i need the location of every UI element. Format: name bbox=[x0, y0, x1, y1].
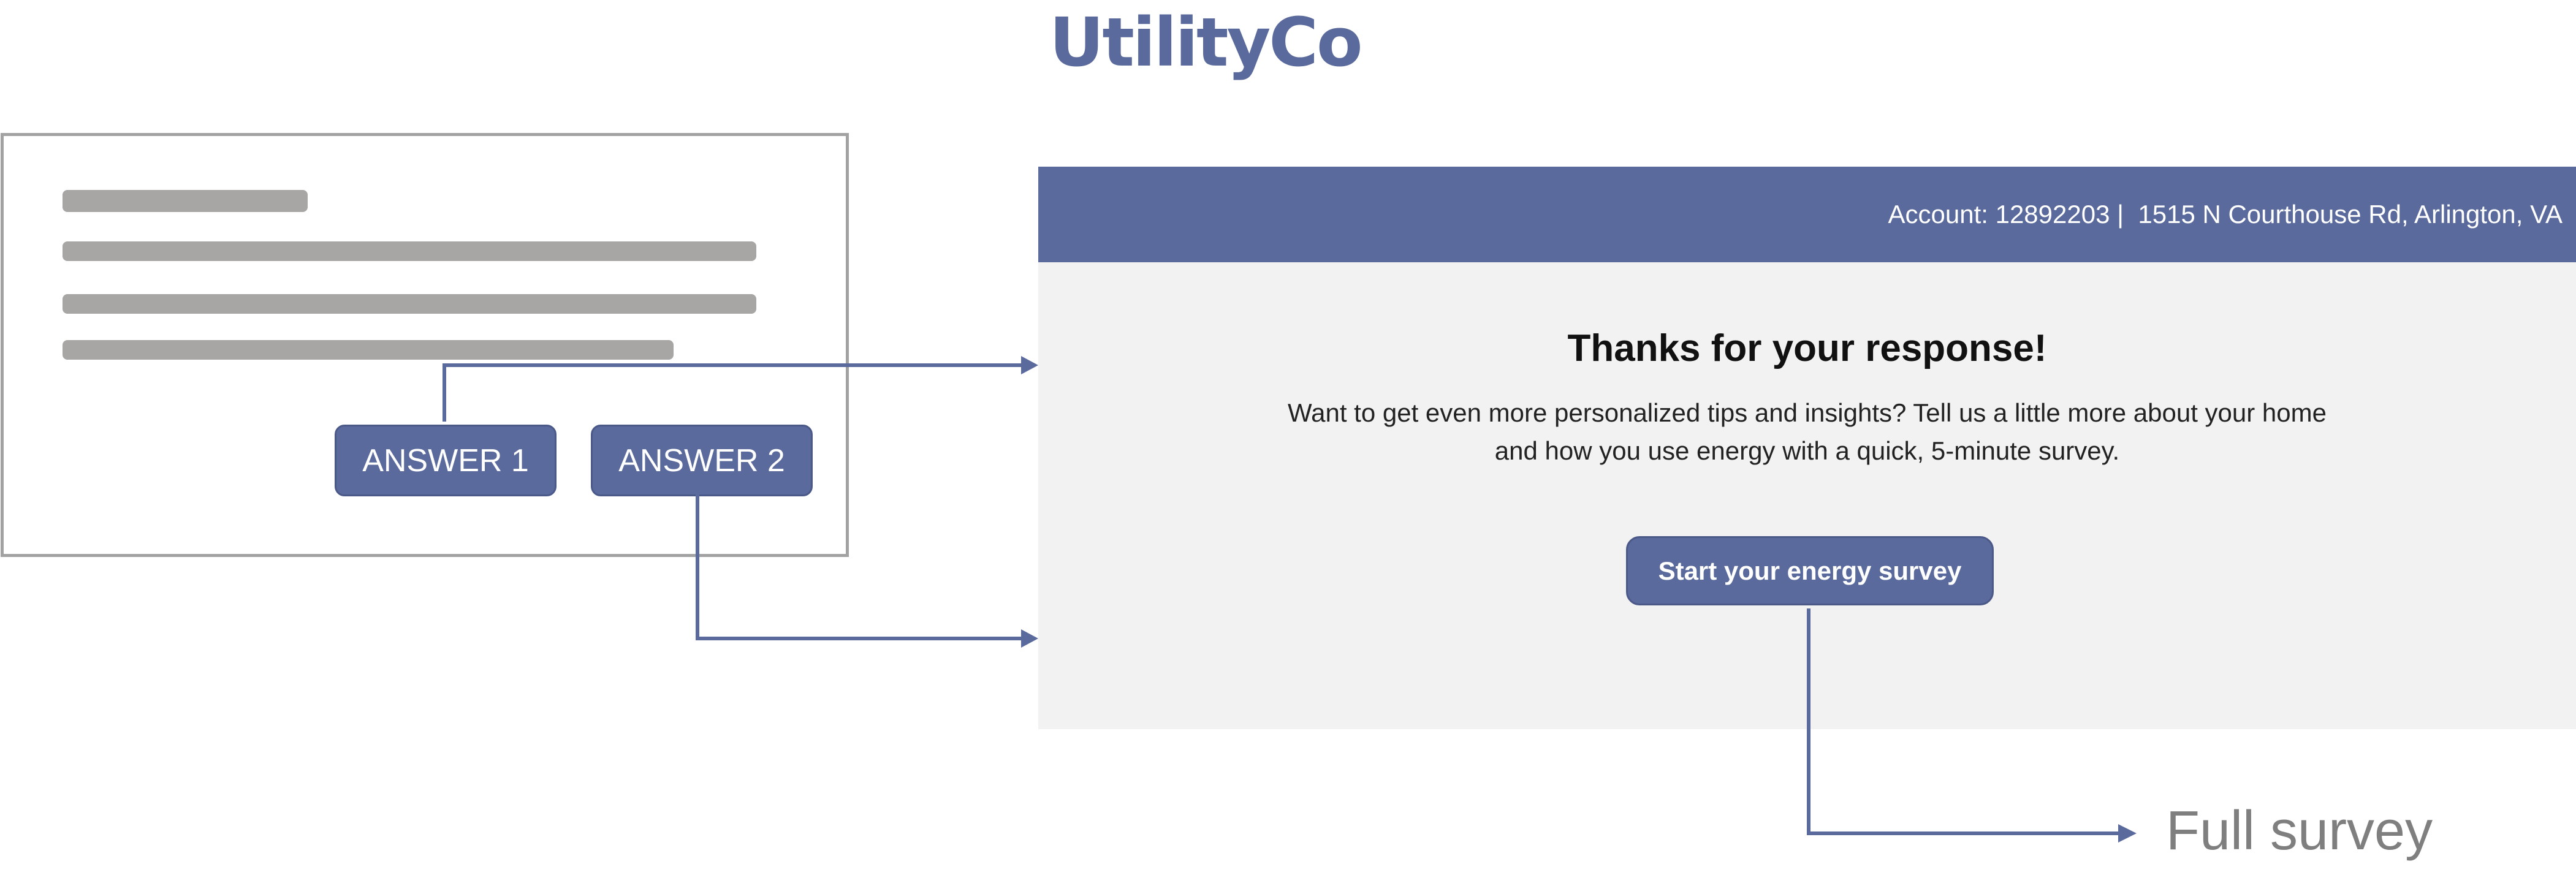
survey-invitation-line-1: Want to get even more personalized tips … bbox=[1288, 398, 2327, 427]
account-header-bar: Account: 12892203 | 1515 N Courthouse Rd… bbox=[1038, 167, 2576, 262]
placeholder-text-line bbox=[63, 190, 308, 212]
thanks-heading: Thanks for your response! bbox=[1567, 327, 2047, 369]
survey-cta-arrowhead bbox=[2118, 824, 2137, 843]
start-energy-survey-button[interactable]: Start your energy survey bbox=[1626, 536, 1994, 605]
survey-invitation-line-2: and how you use energy with a quick, 5-m… bbox=[1494, 436, 2120, 465]
email-mockup-card: ANSWER 1 ANSWER 2 bbox=[1, 133, 849, 557]
utilityco-logo: UtilityCo bbox=[1049, 3, 1363, 81]
placeholder-text-line bbox=[63, 294, 756, 314]
survey-invitation-text: Want to get even more personalized tips … bbox=[1038, 394, 2576, 470]
placeholder-text-line bbox=[63, 241, 756, 261]
answer-2-arrow bbox=[696, 494, 1021, 640]
survey-cta-arrow bbox=[1807, 608, 2118, 835]
answer-2-button[interactable]: ANSWER 2 bbox=[591, 425, 813, 496]
full-survey-label: Full survey bbox=[2166, 800, 2433, 862]
account-info-text: Account: 12892203 | 1515 N Courthouse Rd… bbox=[1888, 200, 2563, 229]
answer-1-button[interactable]: ANSWER 1 bbox=[335, 425, 557, 496]
placeholder-text-line bbox=[63, 340, 674, 360]
answer-1-arrow bbox=[443, 363, 1021, 422]
answer-1-arrowhead bbox=[1021, 356, 1038, 374]
answer-2-arrowhead bbox=[1021, 629, 1038, 648]
